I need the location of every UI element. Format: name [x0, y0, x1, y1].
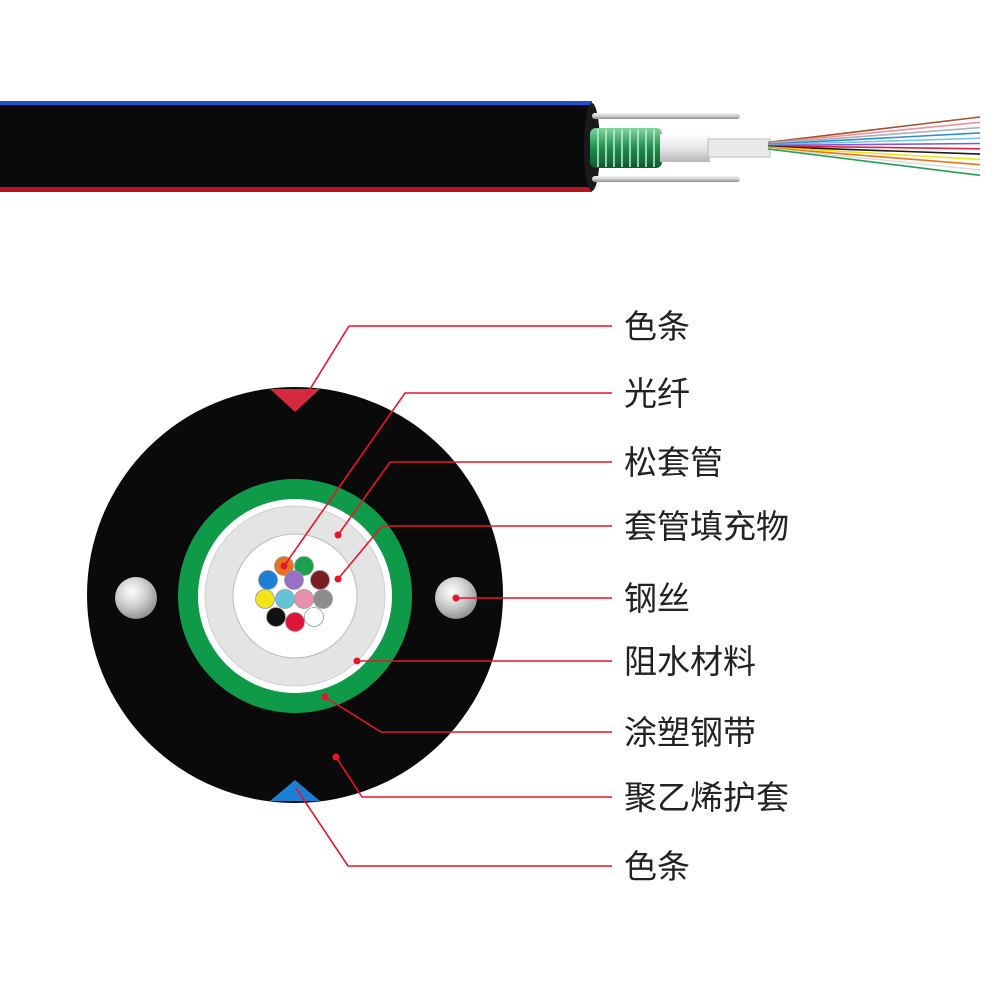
fiber-core: [294, 589, 314, 609]
fiber-core: [294, 556, 314, 576]
fiber-strand: [767, 148, 981, 177]
fiber-strand: [767, 146, 981, 161]
color-stripe-bottom-marker: [270, 780, 320, 801]
leader-tube-filling: [337, 525, 612, 580]
fiber-core: [310, 570, 330, 590]
fiber-core: [285, 612, 305, 632]
stripe-top-side: [0, 101, 592, 107]
fiber-strand: [767, 116, 981, 144]
loose-tube-side: [660, 134, 710, 162]
fiber-strand: [767, 142, 981, 147]
fiber-fan: [767, 116, 981, 177]
label-water-blocking: 阻水材料: [624, 642, 756, 681]
fiber-strand: [767, 145, 981, 150]
fiber-strand: [767, 126, 981, 145]
fiber-strand: [767, 137, 981, 146]
leader-optical-fiber: [283, 392, 612, 567]
leader-dots: [280, 531, 460, 761]
leader-loose-tube: [337, 461, 612, 536]
steel-rod-top: [592, 113, 740, 119]
steel-tape-side: [590, 128, 662, 168]
label-color-stripe-bottom: 色条: [624, 847, 690, 886]
label-coated-steel-tape: 涂塑钢带: [624, 713, 756, 752]
leader-color-stripe-top: [306, 325, 612, 395]
leader-lines: [283, 325, 612, 867]
fiber-core: [284, 570, 304, 590]
leader-polyethylene-sheath: [335, 756, 612, 798]
fiber-core: [255, 589, 275, 609]
tape-corrugations: [597, 129, 655, 167]
labels: 色条 光纤 松套管 套管填充物 钢丝 阻水材料 涂塑钢带 聚乙烯护套 色条: [624, 307, 789, 886]
fiber-strand: [767, 121, 981, 144]
cable-side-view: [0, 101, 981, 192]
label-tube-filling: 套管填充物: [624, 507, 789, 546]
stripe-bottom-side: [0, 187, 592, 192]
fiber-strand: [767, 147, 981, 166]
leader-coated-steel-tape: [324, 696, 612, 733]
fiber-core: [304, 607, 324, 627]
label-steel-wire: 钢丝: [624, 579, 690, 618]
label-polyethylene-sheath: 聚乙烯护套: [624, 778, 789, 817]
fiber-core: [266, 607, 286, 627]
fiber-core: [313, 589, 333, 609]
leader-color-stripe-bottom: [295, 787, 612, 867]
cable-cross-section: [87, 387, 503, 803]
inner-tube-side: [707, 138, 771, 158]
label-optical-fiber: 光纤: [624, 374, 690, 413]
fiber-strand: [767, 145, 981, 155]
fiber-core: [275, 589, 295, 609]
fiber-strand: [767, 147, 981, 171]
steel-wire-left: [115, 577, 157, 619]
fiber-bundle: [255, 556, 333, 632]
fiber-strand: [767, 132, 981, 145]
jacket-side: [0, 105, 592, 189]
label-color-stripe-top: 色条: [624, 307, 690, 346]
label-loose-tube: 松套管: [624, 443, 723, 482]
fiber-core: [258, 570, 278, 590]
steel-rod-bottom: [592, 176, 740, 182]
color-stripe-top-marker: [270, 389, 320, 412]
